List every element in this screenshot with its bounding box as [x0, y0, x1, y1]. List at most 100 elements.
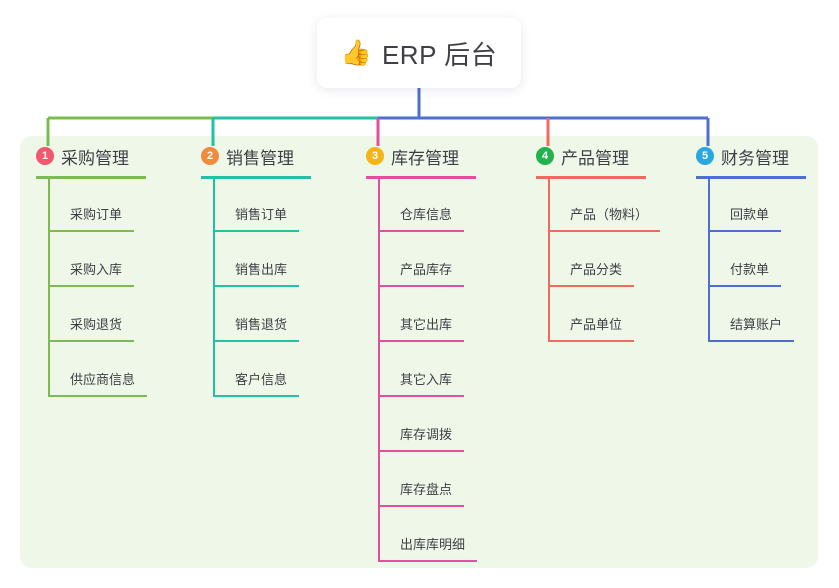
leaf-underline: [548, 340, 634, 342]
leaf-underline: [378, 450, 464, 452]
branch-label: 产品管理: [561, 148, 629, 168]
leaf-underline: [48, 395, 147, 397]
leaf-item[interactable]: 其它入库: [378, 342, 518, 397]
leaf-label: 采购订单: [70, 207, 123, 222]
leaf-underline: [213, 395, 299, 397]
branch-header-3[interactable]: 3 库存管理: [350, 136, 515, 176]
page-title: ERP 后台: [381, 39, 498, 70]
branch-leaf-list: 采购订单采购入库采购退货供应商信息: [48, 177, 188, 397]
branch-column-1: 1 采购管理采购订单采购入库采购退货供应商信息: [20, 136, 185, 397]
leaf-item[interactable]: 客户信息: [213, 342, 353, 397]
leaf-item[interactable]: 采购入库: [48, 232, 188, 287]
diagram-panel: [20, 136, 818, 568]
leaf-label: 库存盘点: [400, 482, 453, 497]
branch-label: 采购管理: [61, 148, 129, 168]
branch-underline: [366, 176, 476, 179]
leaf-underline: [378, 560, 477, 562]
branch-label: 库存管理: [391, 148, 459, 168]
thumbs-up-icon: 👍: [340, 38, 372, 67]
leaf-underline: [708, 230, 781, 232]
branch-spine: [48, 177, 50, 397]
branch-header-1[interactable]: 1 采购管理: [20, 136, 185, 176]
branch-spine: [213, 177, 215, 397]
leaf-label: 客户信息: [235, 372, 288, 387]
leaf-item[interactable]: 产品分类: [548, 232, 688, 287]
leaf-label: 供应商信息: [70, 372, 136, 387]
leaf-item[interactable]: 回款单: [708, 177, 839, 232]
leaf-item[interactable]: 销售订单: [213, 177, 353, 232]
root-node[interactable]: 👍 ERP 后台: [317, 18, 521, 88]
leaf-item[interactable]: 付款单: [708, 232, 839, 287]
branch-leaf-list: 仓库信息产品库存其它出库其它入库库存调拨库存盘点出库库明细: [378, 177, 518, 562]
branch-underline: [36, 176, 146, 179]
leaf-label: 付款单: [730, 262, 770, 277]
leaf-underline: [378, 395, 464, 397]
branch-label: 财务管理: [721, 148, 789, 168]
leaf-item[interactable]: 采购退货: [48, 287, 188, 342]
leaf-underline: [48, 285, 134, 287]
leaf-label: 产品分类: [570, 262, 623, 277]
branch-badge: 1: [36, 147, 54, 165]
branch-column-5: 5 财务管理回款单付款单结算账户: [680, 136, 839, 342]
leaf-underline: [48, 340, 134, 342]
leaf-item[interactable]: 仓库信息: [378, 177, 518, 232]
leaf-item[interactable]: 出库库明细: [378, 507, 518, 562]
leaf-item[interactable]: 销售退货: [213, 287, 353, 342]
leaf-underline: [213, 285, 299, 287]
leaf-label: 其它出库: [400, 317, 453, 332]
branch-underline: [536, 176, 646, 179]
branch-header-5[interactable]: 5 财务管理: [680, 136, 839, 176]
branch-header-2[interactable]: 2 销售管理: [185, 136, 350, 176]
branch-leaf-list: 产品（物料） 产品分类产品单位: [548, 177, 688, 342]
leaf-label: 销售订单: [235, 207, 288, 222]
branch-column-2: 2 销售管理销售订单销售出库销售退货客户信息: [185, 136, 350, 397]
leaf-underline: [548, 285, 634, 287]
leaf-underline: [708, 340, 794, 342]
branch-column-3: 3 库存管理仓库信息产品库存其它出库其它入库库存调拨库存盘点出库库明细: [350, 136, 515, 562]
leaf-label: 产品单位: [570, 317, 623, 332]
leaf-underline: [378, 285, 464, 287]
branch-spine: [378, 177, 380, 562]
leaf-underline: [378, 340, 464, 342]
branch-leaf-list: 回款单付款单结算账户: [708, 177, 839, 342]
leaf-underline: [378, 230, 464, 232]
leaf-label: 库存调拨: [400, 427, 453, 442]
branch-columns: 1 采购管理采购订单采购入库采购退货供应商信息 2 销售管理销售订单销售出库销售退货客…: [20, 136, 818, 568]
leaf-underline: [48, 230, 134, 232]
leaf-label: 出库库明细: [400, 537, 466, 552]
leaf-item[interactable]: 其它出库: [378, 287, 518, 342]
branch-label: 销售管理: [226, 148, 294, 168]
branch-underline: [201, 176, 311, 179]
leaf-item[interactable]: 库存盘点: [378, 452, 518, 507]
leaf-label: 其它入库: [400, 372, 453, 387]
leaf-underline: [213, 340, 299, 342]
leaf-label: 采购入库: [70, 262, 123, 277]
leaf-item[interactable]: 供应商信息: [48, 342, 188, 397]
leaf-underline: [708, 285, 781, 287]
leaf-label: 产品（物料）: [570, 207, 649, 222]
branch-badge: 5: [696, 147, 714, 165]
leaf-underline: [378, 505, 464, 507]
leaf-item[interactable]: 销售出库: [213, 232, 353, 287]
branch-underline: [696, 176, 806, 179]
branch-badge: 2: [201, 147, 219, 165]
leaf-label: 仓库信息: [400, 207, 453, 222]
leaf-item[interactable]: 结算账户: [708, 287, 839, 342]
leaf-label: 采购退货: [70, 317, 123, 332]
branch-spine: [708, 177, 710, 342]
branch-badge: 3: [366, 147, 384, 165]
leaf-label: 回款单: [730, 207, 770, 222]
leaf-item[interactable]: 库存调拨: [378, 397, 518, 452]
leaf-item[interactable]: 产品（物料）: [548, 177, 688, 232]
leaf-underline: [548, 230, 660, 232]
leaf-item[interactable]: 产品单位: [548, 287, 688, 342]
branch-leaf-list: 销售订单销售出库销售退货客户信息: [213, 177, 353, 397]
leaf-item[interactable]: 产品库存: [378, 232, 518, 287]
leaf-underline: [213, 230, 299, 232]
leaf-label: 结算账户: [730, 317, 783, 332]
leaf-item[interactable]: 采购订单: [48, 177, 188, 232]
branch-spine: [548, 177, 550, 342]
leaf-label: 销售出库: [235, 262, 288, 277]
